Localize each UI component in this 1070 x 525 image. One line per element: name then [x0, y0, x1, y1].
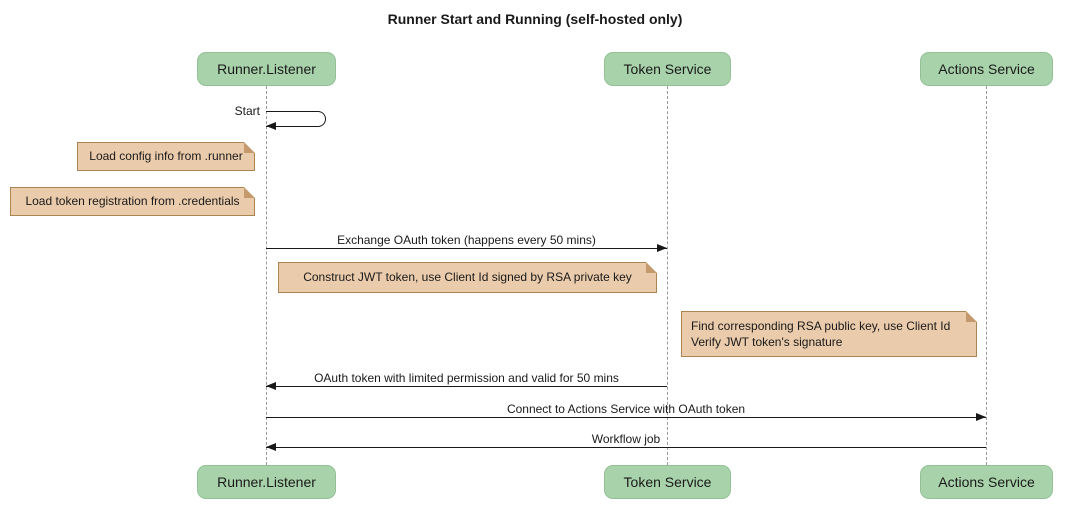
- note-verify-jwt-line1: Find corresponding RSA public key, use C…: [691, 318, 951, 333]
- self-message-start-arrowhead-icon: [266, 121, 276, 130]
- participant-bottom-runner-listener: Runner.Listener: [197, 465, 336, 499]
- message-oauth-returned-label: OAuth token with limited permission and …: [314, 371, 619, 385]
- participant-top-runner-listener: Runner.Listener: [197, 52, 336, 86]
- participant-bottom-token-service: Token Service: [604, 465, 731, 499]
- message-oauth-returned-arrowhead-icon: [266, 382, 276, 391]
- participant-top-actions-service: Actions Service: [920, 52, 1053, 86]
- message-connect-actions-line: [266, 417, 986, 418]
- message-exchange-oauth-arrowhead-icon: [657, 244, 667, 253]
- message-workflow-job-label: Workflow job: [591, 432, 661, 446]
- note-verify-jwt: Find corresponding RSA public key, use C…: [681, 311, 977, 357]
- note-load-token-registration-text: Load token registration from .credential…: [25, 194, 240, 209]
- self-message-start-loop: [266, 111, 326, 127]
- note-construct-jwt: Construct JWT token, use Client Id signe…: [278, 262, 657, 293]
- lifeline-token-service: [667, 86, 668, 465]
- self-message-start-label: Start: [234, 104, 260, 118]
- note-verify-jwt-line2: Verify JWT token's signature: [691, 335, 843, 349]
- message-exchange-oauth-label: Exchange OAuth token (happens every 50 m…: [337, 233, 596, 247]
- participant-bottom-actions-service: Actions Service: [920, 465, 1053, 499]
- note-load-config-text: Load config info from .runner: [89, 149, 243, 164]
- message-exchange-oauth-line: [266, 248, 667, 249]
- message-workflow-job-line: [266, 447, 986, 448]
- note-construct-jwt-text: Construct JWT token, use Client Id signe…: [303, 270, 632, 285]
- note-load-config: Load config info from .runner: [77, 142, 255, 171]
- message-oauth-returned-line: [266, 386, 667, 387]
- lifeline-actions-service: [986, 86, 987, 465]
- diagram-title: Runner Start and Running (self-hosted on…: [387, 11, 683, 27]
- message-connect-actions-label: Connect to Actions Service with OAuth to…: [506, 402, 746, 416]
- lifeline-runner-listener: [266, 86, 267, 465]
- note-load-token-registration: Load token registration from .credential…: [10, 187, 255, 216]
- participant-top-token-service: Token Service: [604, 52, 731, 86]
- message-workflow-job-arrowhead-icon: [266, 443, 276, 452]
- message-connect-actions-arrowhead-icon: [976, 413, 986, 422]
